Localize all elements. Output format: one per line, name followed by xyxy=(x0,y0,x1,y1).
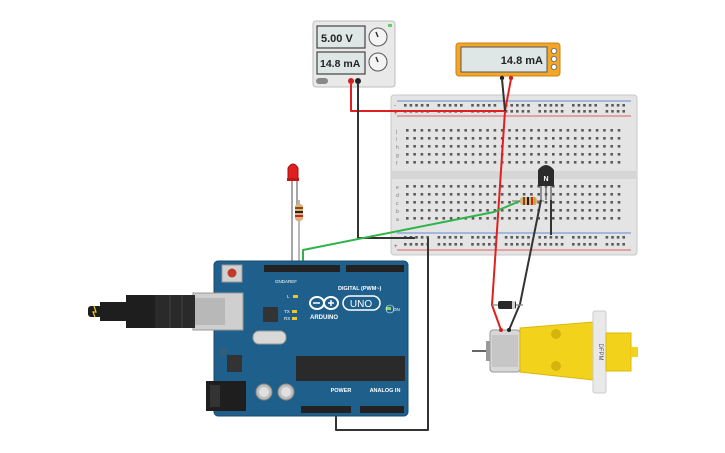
arduino-uno[interactable]: AREF GND DIGITAL (PWM~) UNO ARDUINO ON L… xyxy=(192,260,409,417)
digital-header-label: DIGITAL (PWM~) xyxy=(338,286,382,292)
current-display xyxy=(316,51,366,75)
multimeter-probe-red[interactable] xyxy=(508,75,514,81)
svg-text:h: h xyxy=(396,145,399,151)
wire-multimeter-red xyxy=(491,78,512,331)
atmega-chip xyxy=(296,356,405,381)
multimeter-readout: 14.8 mA xyxy=(501,55,543,67)
flyback-diode[interactable] xyxy=(492,301,523,309)
voltage-readout: 5.00 V xyxy=(321,33,353,45)
motor-terminal-black[interactable] xyxy=(507,328,511,332)
base-resistor[interactable] xyxy=(512,197,544,205)
svg-text:+: + xyxy=(394,244,398,250)
wire-motor-black xyxy=(508,199,542,331)
red-led[interactable] xyxy=(287,163,299,270)
dc-gear-motor[interactable]: DFPM xyxy=(472,310,638,394)
svg-text:-: - xyxy=(394,103,396,109)
led-resistor[interactable] xyxy=(295,200,303,270)
svg-text:RX: RX xyxy=(284,316,290,321)
voltage-display xyxy=(316,25,366,49)
wire-black-gnd xyxy=(335,238,429,431)
svg-text:i: i xyxy=(396,137,397,143)
power-supply[interactable]: 5.00 V 14.8 mA xyxy=(312,20,396,88)
supply-positive-terminal[interactable] xyxy=(348,78,354,84)
current-readout: 14.8 mA xyxy=(320,58,361,70)
power-header-label: POWER xyxy=(331,388,352,394)
multimeter-probe-black[interactable] xyxy=(499,75,505,81)
usb-cable[interactable] xyxy=(88,295,195,328)
svg-text:c: c xyxy=(396,201,399,207)
supply-negative-terminal[interactable] xyxy=(355,78,361,84)
wire-green-signal xyxy=(302,200,521,270)
breadboard[interactable]: - + - + j i h g f e d c b a xyxy=(390,94,638,256)
arduino-logo xyxy=(309,296,339,310)
svg-text:AREF: AREF xyxy=(285,279,297,284)
motor-terminal-red[interactable] xyxy=(499,328,503,332)
svg-text:f: f xyxy=(396,161,398,167)
analog-header-label: ANALOG IN xyxy=(370,388,401,394)
svg-text:GND: GND xyxy=(275,279,286,284)
svg-text:L: L xyxy=(287,294,290,299)
svg-text:TX: TX xyxy=(284,309,290,314)
wires[interactable] xyxy=(302,78,552,431)
svg-text:a: a xyxy=(396,217,399,223)
svg-text:ON: ON xyxy=(393,307,400,312)
multimeter-display xyxy=(460,46,548,73)
wire-black-supply xyxy=(357,84,415,239)
multimeter[interactable]: 14.8 mA xyxy=(455,42,561,81)
svg-text:g: g xyxy=(396,153,399,159)
wire-red-supply xyxy=(350,84,505,112)
svg-text:b: b xyxy=(396,209,399,215)
svg-text:e: e xyxy=(396,185,399,191)
svg-text:+: + xyxy=(394,111,398,117)
breadboard-holes[interactable] xyxy=(404,104,625,246)
arduino-brand: ARDUINO xyxy=(310,315,338,321)
wire-multimeter-black xyxy=(501,78,506,112)
svg-text:j: j xyxy=(395,129,397,135)
transistor-label: N xyxy=(543,176,548,183)
npn-transistor[interactable]: N xyxy=(538,165,554,200)
arduino-model: UNO xyxy=(350,299,372,310)
svg-text:d: d xyxy=(396,193,399,199)
motor-label: DFPM xyxy=(597,344,603,361)
